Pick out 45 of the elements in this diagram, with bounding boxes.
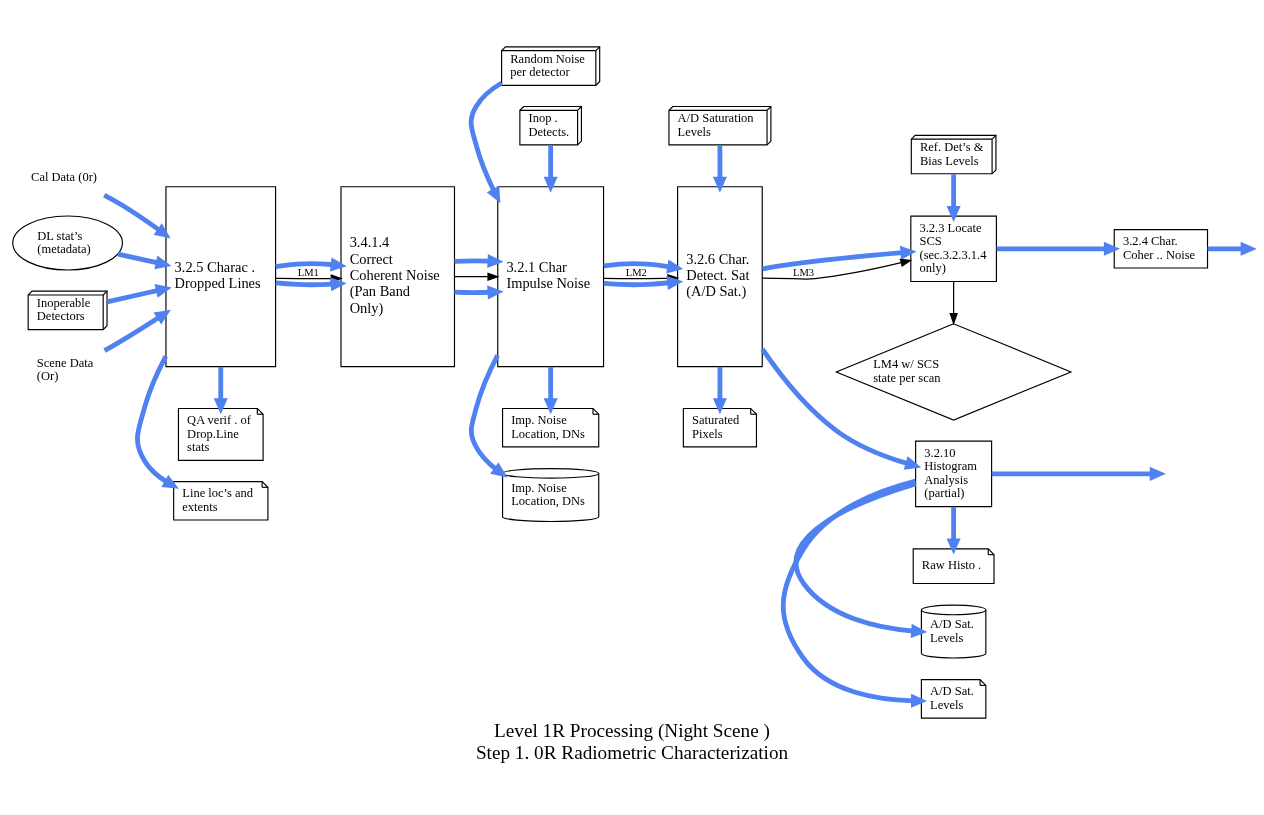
arrow [543,366,558,415]
arrow [996,241,1120,256]
node-box: 3.2.1 Char Impulse Noise [497,186,605,368]
arrow [946,174,961,223]
arrow [103,192,171,239]
arrow [117,251,172,270]
diagram-title: Level 1R Processing (Night Scene ) [494,720,770,742]
arrow [135,355,179,489]
node-text: Scene Data (Or) [36,355,94,383]
arrow [991,466,1166,481]
node-box: 3.2.3 Locate SCS (sec.3.2.3.1.4 only) [910,215,997,283]
arrow [762,245,917,272]
edge-label: LM1 [297,266,319,278]
node-ellipse: DL stat’s (metadata) [12,215,124,271]
arrow [468,354,508,478]
edge-label: LM2 [625,266,647,278]
arrow [712,145,727,193]
arrow [454,254,504,269]
arrow [453,272,500,281]
node-diamond: LM4 w/ SCS state per scan [834,323,1073,421]
arrow [275,257,347,272]
arrow [543,145,558,193]
arrow [106,284,172,305]
arrow [712,366,727,415]
arrow [468,80,503,204]
node-box: 3.2.6 Char. Detect. Sat (A/D Sat.) [677,186,763,368]
arrow [949,281,958,326]
arrow [793,481,928,638]
arrow [780,478,928,708]
arrow [946,506,961,555]
arrow [761,258,913,280]
arrow [603,259,684,274]
arrow [454,285,504,300]
node-box: 3.2.5 Charac . Dropped Lines [165,186,277,368]
arrow [103,309,171,353]
node-text: Cal Data (0r) [31,169,97,184]
arrow [1207,241,1256,256]
node-box: 3.2.4 Char. Coher .. Noise [1113,229,1209,269]
caption: Step 1. 0R Radiometric Characterization [475,741,789,763]
arrow [275,277,347,292]
node-box: 3.4.1.4 Correct Coherent Noise (Pan Band Only) [340,186,456,368]
edge-label: LM3 [793,266,815,278]
arrow [760,347,922,470]
node-box: 3.2.10 Histogram Analysis (partial) [915,440,993,508]
arrow [213,366,228,415]
